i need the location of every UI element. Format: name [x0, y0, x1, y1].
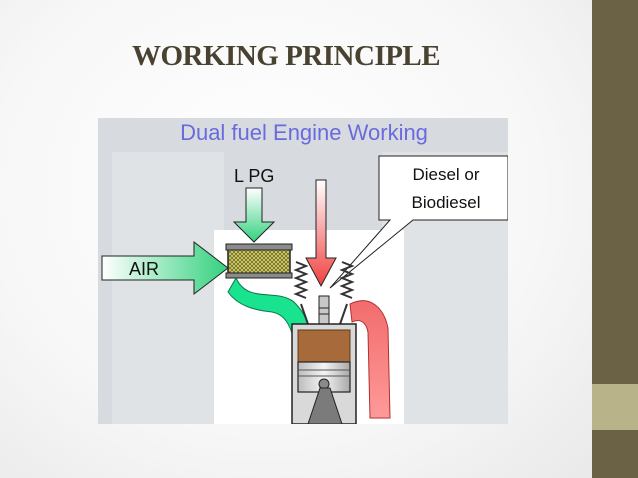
- lpg-arrow: [232, 187, 276, 243]
- air-filter-cap-bottom: [225, 272, 293, 279]
- air-label: AIR: [129, 259, 159, 279]
- injector-bands: [319, 307, 329, 315]
- combustion-chamber: [297, 329, 351, 363]
- diesel-arrow: [305, 179, 337, 288]
- side-bar-accent: [592, 384, 638, 430]
- slide-title: WORKING PRINCIPLE: [132, 40, 441, 72]
- exhaust-valve-spring: [339, 261, 355, 299]
- connecting-rod: [307, 387, 343, 424]
- lpg-label: L PG: [234, 166, 274, 186]
- diesel-label-line1: Diesel or: [412, 165, 479, 184]
- dual-fuel-engine-diagram: Dual fuel Engine Working L PG AIR Diesel…: [98, 118, 508, 424]
- exhaust-manifold: [349, 300, 391, 419]
- backdrop-panel-left: [112, 152, 224, 424]
- diesel-label-line2: Biodiesel: [412, 193, 481, 212]
- fuel-injector: [318, 295, 330, 325]
- air-arrow: [101, 240, 229, 296]
- diesel-callout-box: [329, 155, 508, 289]
- air-filter-cap-top: [225, 243, 293, 251]
- air-filter: [227, 247, 291, 275]
- intake-valve-spring: [293, 261, 309, 299]
- diagram-heading: Dual fuel Engine Working: [180, 120, 428, 145]
